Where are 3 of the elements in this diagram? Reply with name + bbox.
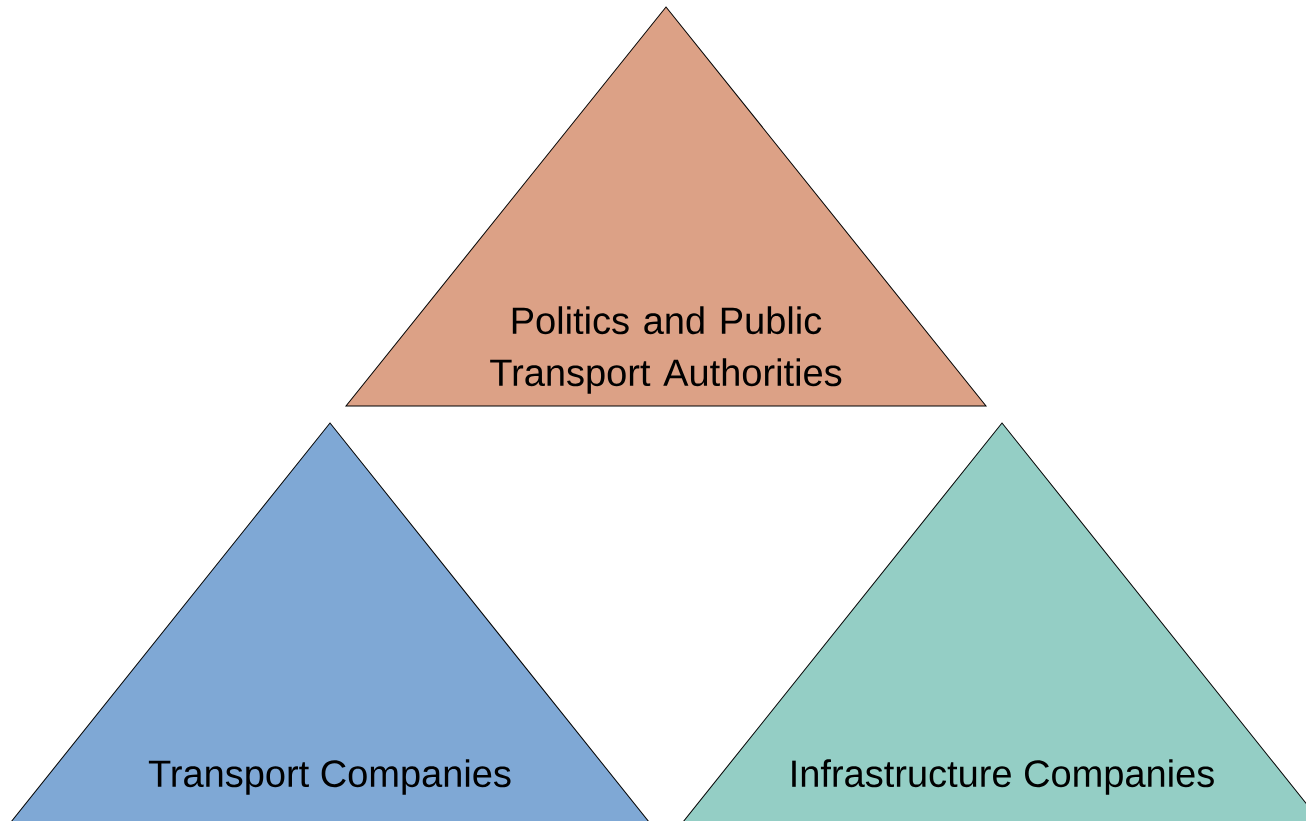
triangle: Transport Companies — [10, 422, 650, 821]
triangle: Infrastructure Companies — [682, 422, 1306, 821]
triangle: Politics and Public Transport Authorities — [345, 6, 987, 407]
